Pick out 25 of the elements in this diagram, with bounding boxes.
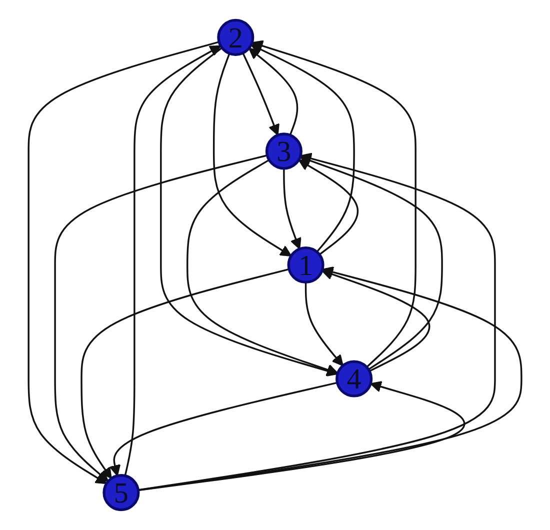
- arrow: [250, 44, 355, 252]
- arrow: [138, 152, 496, 491]
- arrow: [212, 53, 292, 256]
- node-circle: 2: [217, 18, 254, 56]
- arrow: [109, 382, 338, 476]
- arrow: [304, 282, 344, 366]
- node-circle: 4: [336, 360, 373, 398]
- arrow: [54, 154, 268, 482]
- arrow: [283, 168, 302, 250]
- arrow: [321, 268, 430, 372]
- arrow: [186, 159, 338, 376]
- arrow: [298, 159, 359, 256]
- arrow: [28, 41, 220, 484]
- arrow: [138, 266, 522, 491]
- node-circle: 5: [102, 474, 140, 512]
- arrow: [252, 40, 416, 368]
- arrow: [124, 45, 222, 476]
- node-circle: 1: [287, 246, 324, 284]
- arrow: [248, 48, 298, 136]
- node-circle: 3: [265, 132, 302, 170]
- arrow: [80, 268, 290, 479]
- arrow: [138, 381, 465, 492]
- arrow: [242, 52, 280, 136]
- arrow: [160, 47, 338, 377]
- arrow: [300, 155, 443, 370]
